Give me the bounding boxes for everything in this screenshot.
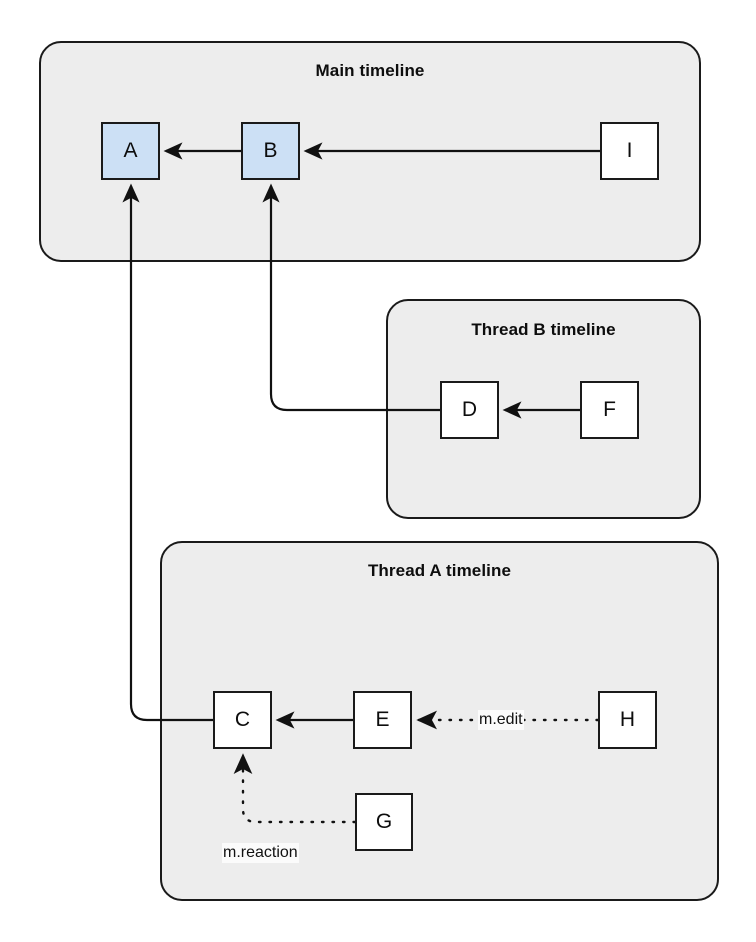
node-A[interactable]: A (101, 122, 160, 180)
edge-label-m-reaction: m.reaction (222, 843, 299, 863)
container-thread-b-timeline-title: Thread B timeline (471, 320, 616, 339)
node-C-label: C (234, 708, 251, 731)
node-H[interactable]: H (598, 691, 657, 749)
node-E-label: E (375, 708, 390, 731)
node-E[interactable]: E (353, 691, 412, 749)
node-H-label: H (619, 708, 636, 731)
node-I-label: I (626, 139, 633, 162)
node-D[interactable]: D (440, 381, 499, 439)
container-main-timeline-title: Main timeline (315, 61, 425, 80)
container-thread-b-timeline: Thread B timeline (386, 299, 701, 519)
node-C[interactable]: C (213, 691, 272, 749)
node-F-label: F (603, 398, 616, 421)
node-B[interactable]: B (241, 122, 300, 180)
node-G-label: G (375, 810, 393, 833)
edge-label-m-edit: m.edit (478, 710, 524, 730)
node-G[interactable]: G (355, 793, 413, 851)
container-thread-a-timeline-title: Thread A timeline (367, 561, 512, 580)
node-D-label: D (461, 398, 478, 421)
node-B-label: B (263, 139, 278, 162)
node-I[interactable]: I (600, 122, 659, 180)
node-F[interactable]: F (580, 381, 639, 439)
node-A-label: A (123, 139, 138, 162)
